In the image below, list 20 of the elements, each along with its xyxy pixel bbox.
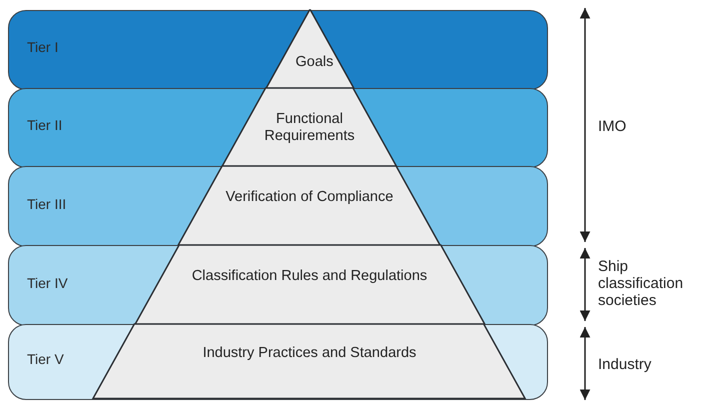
tier-label: Tier I — [27, 39, 58, 55]
tier-title: Verification of Compliance — [224, 189, 394, 206]
tier-label: Tier II — [27, 117, 62, 133]
organization-label: Ship classification societies — [598, 258, 684, 309]
tier-title: Classification Rules and Regulations — [190, 268, 428, 285]
tier-label: Tier IV — [27, 274, 68, 290]
tier-title: Functional Requirements — [263, 110, 356, 144]
pyramid-tier — [134, 245, 484, 325]
tier-band — [8, 10, 548, 90]
tier-band — [8, 324, 548, 400]
tier-label: Tier V — [27, 351, 64, 367]
tier-title: Industry Practices and Standards — [202, 344, 418, 362]
tier-title: Goals — [294, 54, 334, 72]
tier-band — [8, 88, 548, 168]
tier-label: Tier III — [27, 196, 66, 212]
organization-label: IMO — [598, 118, 628, 135]
organization-label: Industry — [598, 356, 652, 373]
tier-band — [8, 166, 548, 247]
pyramid-tier — [93, 324, 526, 399]
tier-band — [8, 245, 548, 326]
